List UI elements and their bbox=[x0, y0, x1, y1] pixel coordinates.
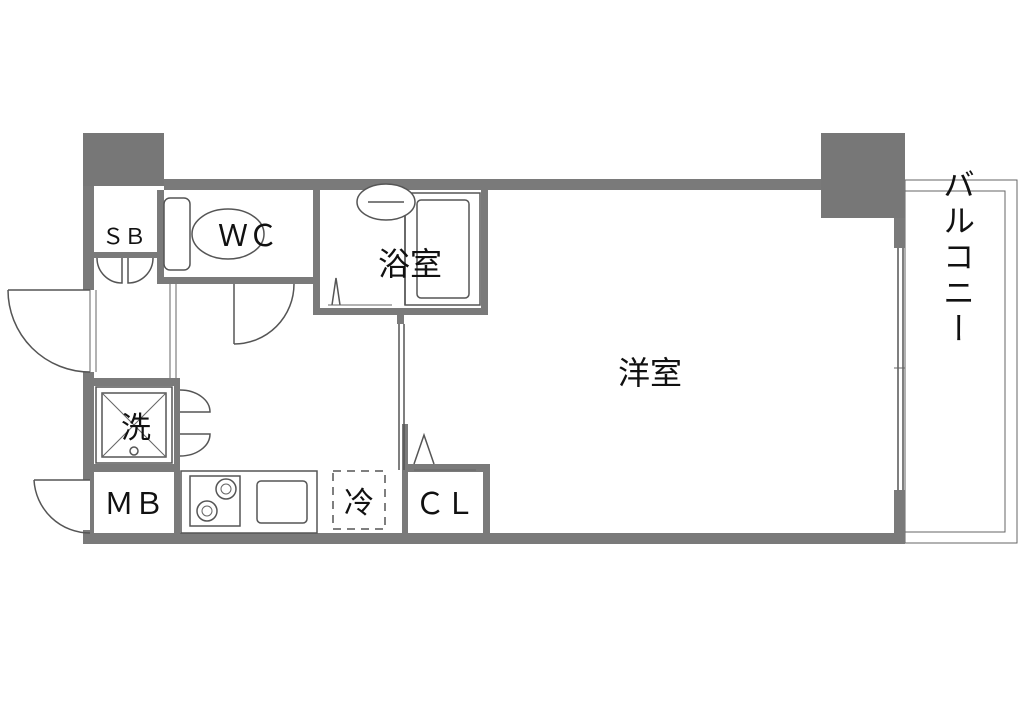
laundry-door-top bbox=[179, 389, 211, 413]
wall-left-middle bbox=[83, 372, 94, 480]
bathtub-inner bbox=[416, 199, 470, 299]
bath-fixtures bbox=[328, 183, 481, 306]
burner-2 bbox=[196, 500, 218, 522]
label-wc: ＷＣ bbox=[218, 219, 278, 254]
label-western-room: 洋室 bbox=[618, 354, 682, 392]
wall-sb-wc bbox=[157, 190, 164, 280]
toilet-tank bbox=[163, 197, 191, 271]
wall-right-lower bbox=[894, 490, 905, 533]
wall-laundry-bottom bbox=[90, 464, 180, 472]
label-mb: ＭＢ bbox=[104, 487, 164, 522]
closet-marker bbox=[413, 432, 435, 465]
wall-bath-right bbox=[481, 190, 488, 315]
wall-left-upper bbox=[83, 186, 94, 290]
wc-door-swing bbox=[233, 283, 295, 345]
burner-1 bbox=[215, 478, 237, 500]
kitchen-counter bbox=[180, 470, 318, 534]
entrance-door-swing bbox=[7, 289, 91, 373]
label-fridge: 冷 bbox=[344, 486, 374, 521]
wall-right-upper bbox=[894, 218, 905, 248]
balcony-inner-rail bbox=[904, 190, 1006, 533]
label-balcony: バルコニー bbox=[938, 168, 976, 348]
wall-bath-stub bbox=[397, 308, 404, 324]
wall-closet-top bbox=[402, 464, 490, 472]
label-bath: 浴室 bbox=[378, 245, 442, 283]
pillar-top-left bbox=[83, 133, 164, 186]
wall-wc-bottom bbox=[157, 277, 317, 284]
wall-sb-bottom bbox=[94, 252, 157, 258]
laundry-door-bottom bbox=[179, 433, 211, 457]
wall-wc-bath bbox=[313, 190, 320, 314]
wall-laundry-top bbox=[90, 378, 180, 386]
exterior-walls bbox=[83, 133, 905, 544]
interior-walls bbox=[90, 190, 490, 533]
laundry-pan bbox=[95, 386, 173, 464]
kitchen-sink bbox=[256, 480, 308, 524]
toilet-fixture bbox=[163, 197, 265, 271]
sb-door-right bbox=[127, 257, 154, 284]
label-closet: ＣＬ bbox=[415, 487, 475, 522]
burner-2-inner bbox=[201, 505, 213, 517]
wall-closet-right bbox=[483, 464, 490, 533]
sb-door-left bbox=[96, 257, 123, 284]
wall-left-bottom-corner bbox=[83, 530, 94, 544]
label-washer: 洗 bbox=[121, 411, 151, 446]
wall-mb-left bbox=[90, 472, 94, 533]
bath-faucet bbox=[331, 277, 341, 306]
toilet-bowl bbox=[191, 208, 265, 260]
closet-fixture bbox=[413, 432, 476, 471]
balcony-area bbox=[904, 179, 1018, 544]
laundry-pan-diag-2 bbox=[101, 392, 167, 458]
wall-top bbox=[164, 179, 821, 190]
wall-closet-left bbox=[402, 424, 408, 533]
label-sb: ＳＢ bbox=[102, 225, 146, 250]
laundry-drain bbox=[129, 446, 139, 456]
pillar-top-right bbox=[821, 133, 905, 218]
wall-laundry-right bbox=[174, 378, 180, 533]
wall-bottom bbox=[83, 533, 905, 544]
doors bbox=[7, 248, 905, 534]
mb-door-swing bbox=[33, 479, 91, 534]
burner-1-inner bbox=[220, 483, 232, 495]
